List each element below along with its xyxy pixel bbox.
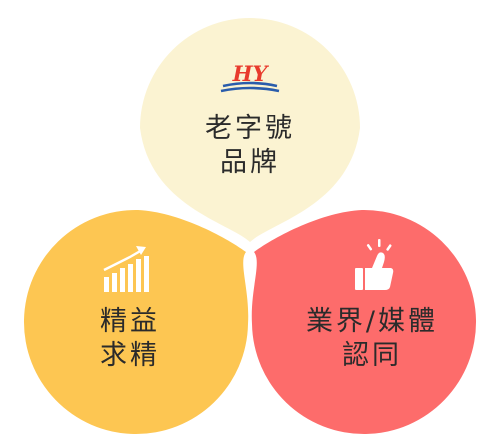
- quality-node-label: 精益 求精: [70, 305, 190, 373]
- bar-chart-growth-icon: [103, 246, 149, 292]
- recognition-node-shape: [251, 209, 477, 435]
- recognition-label-line-2: 認同: [342, 340, 402, 371]
- recognition-node-label: 業界/媒體 認同: [282, 305, 462, 373]
- brand-node-shape: [140, 18, 360, 242]
- brand-label-line-1: 老字號: [205, 113, 295, 144]
- quality-node-shape: [23, 209, 249, 435]
- hy-logo: HY: [220, 61, 280, 93]
- logo-wave-top: [222, 81, 278, 88]
- recognition-label-line-1: 業界/媒體: [305, 306, 439, 337]
- quality-label-line-2: 求精: [100, 340, 160, 371]
- quality-label-line-1: 精益: [100, 306, 160, 337]
- thumbs-up-icon: [355, 239, 394, 290]
- brand-node-label: 老字號 品牌: [175, 112, 325, 180]
- logo-wave-bottom: [220, 86, 280, 93]
- brand-label-line-2: 品牌: [220, 147, 280, 178]
